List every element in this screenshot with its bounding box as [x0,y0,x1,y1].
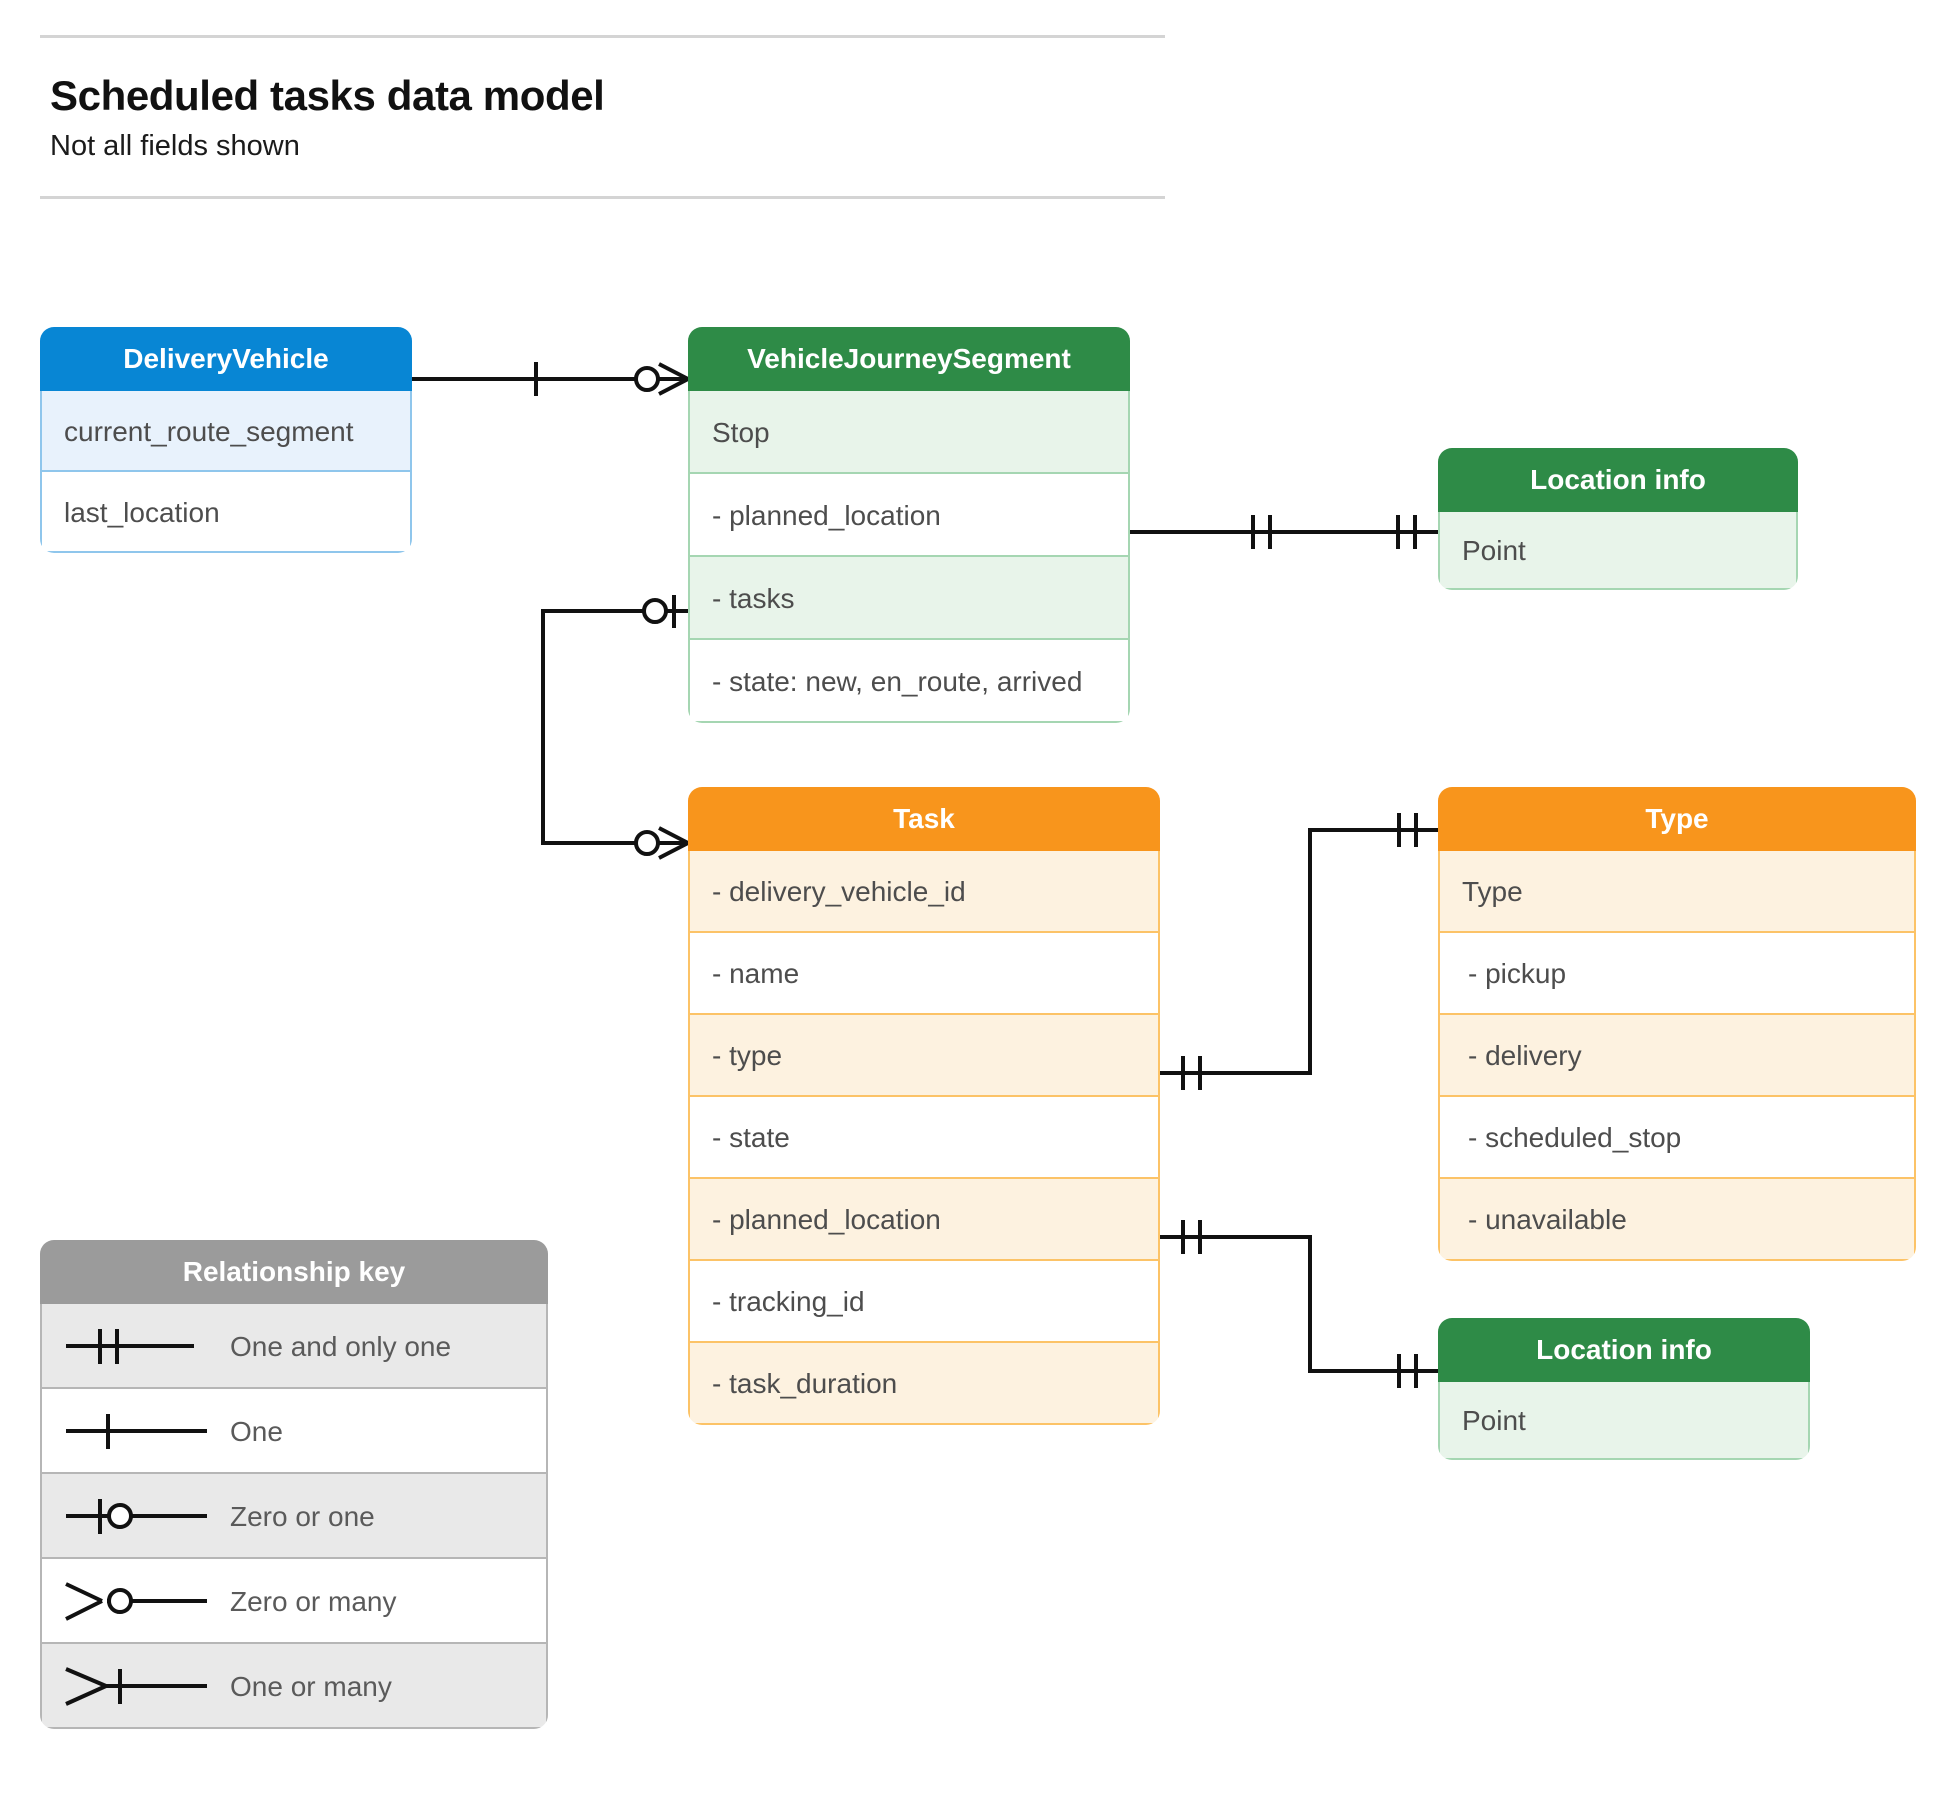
legend-label: Zero or many [230,1586,397,1617]
field-row: - task_duration [688,1343,1160,1425]
page-title: Scheduled tasks data model [50,72,605,119]
field-row: - tasks [688,557,1130,640]
entity-title-type: Type [1438,787,1916,851]
field-row: - tracking_id [688,1261,1160,1343]
legend-row-one-and-only-one: One and only one [40,1304,548,1389]
entity-location-info-planned-location[interactable]: Location info Point [1438,448,1798,590]
field-row: - delivery [1438,1015,1916,1097]
field-row: - delivery_vehicle_id [688,851,1160,933]
zero-or-one-icon [62,1474,222,1557]
connector-task-locationinfo2 [1160,1220,1438,1388]
field-row: Stop [688,391,1130,474]
entity-vehicle-journey-segment[interactable]: VehicleJourneySegment Stop - planned_loc… [688,327,1130,723]
entity-title-location-info: Location info [1438,1318,1810,1382]
field-row: - unavailable [1438,1179,1916,1261]
field-row: - scheduled_stop [1438,1097,1916,1179]
field-row: last_location [40,472,412,553]
legend-title: Relationship key [40,1240,548,1304]
one-and-only-one-icon [62,1304,222,1387]
entity-title-location-info: Location info [1438,448,1798,512]
field-row: - planned_location [688,474,1130,557]
legend-label: One and only one [230,1331,452,1362]
entity-title-delivery-vehicle: DeliveryVehicle [40,327,412,391]
legend-row-zero-or-one: Zero or one [40,1474,548,1559]
legend-label: Zero or one [230,1501,375,1532]
header-divider-top [40,35,1165,38]
field-row: Type [1438,851,1916,933]
relationship-key-legend[interactable]: Relationship key One and only one One [40,1240,548,1729]
zero-or-many-icon [62,1559,222,1642]
header-divider-bottom [40,196,1165,199]
entity-type[interactable]: Type Type - pickup - delivery - schedule… [1438,787,1916,1261]
connector-deliveryvehicle-vjs [412,362,689,396]
one-or-many-icon [62,1644,222,1727]
connector-vjs-locationinfo [1130,515,1438,549]
legend-row-one-or-many: One or many [40,1644,548,1729]
entity-location-info-task-location[interactable]: Location info Point [1438,1318,1810,1460]
connector-task-type [1160,813,1438,1090]
entity-task[interactable]: Task - delivery_vehicle_id - name - type… [688,787,1160,1425]
field-row: - name [688,933,1160,1015]
field-row: - planned_location [688,1179,1160,1261]
field-row: current_route_segment [40,391,412,472]
entity-title-task: Task [688,787,1160,851]
legend-label: One or many [230,1671,392,1702]
field-row: - type [688,1015,1160,1097]
one-icon [62,1389,222,1472]
field-row: - state [688,1097,1160,1179]
field-row: - pickup [1438,933,1916,1015]
legend-row-zero-or-many: Zero or many [40,1559,548,1644]
connector-vjs-task [541,595,689,860]
page-subtitle: Not all fields shown [50,130,300,162]
field-row: Point [1438,1382,1810,1460]
entity-title-vehicle-journey-segment: VehicleJourneySegment [688,327,1130,391]
entity-delivery-vehicle[interactable]: DeliveryVehicle current_route_segment la… [40,327,412,553]
legend-label: One [230,1416,283,1447]
field-row: Point [1438,512,1798,590]
field-row: - state: new, en_route, arrived [688,640,1130,723]
legend-row-one: One [40,1389,548,1474]
